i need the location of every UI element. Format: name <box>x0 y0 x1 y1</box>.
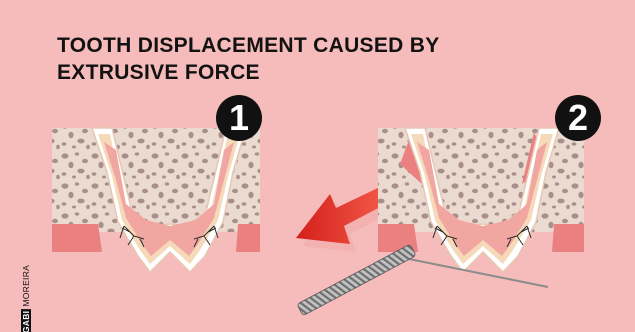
extrusion-direction-arrow <box>296 186 392 252</box>
title-line-1: TOOTH DISPLACEMENT CAUSED BY <box>57 32 440 59</box>
author-credit: GABIMOREIRA <box>20 272 31 328</box>
credit-last-name: MOREIRA <box>21 265 31 309</box>
diagram-title: TOOTH DISPLACEMENT CAUSED BY EXTRUSIVE F… <box>57 32 440 86</box>
title-line-2: EXTRUSIVE FORCE <box>57 59 440 86</box>
traction-wire <box>404 258 548 287</box>
step-number-badge-1: 1 <box>216 95 262 141</box>
traction-screw <box>297 244 416 316</box>
panel-1 <box>52 128 260 272</box>
panel-2 <box>378 128 584 287</box>
credit-first-name: GABI <box>21 309 31 332</box>
step-number-badge-2: 2 <box>555 95 601 141</box>
